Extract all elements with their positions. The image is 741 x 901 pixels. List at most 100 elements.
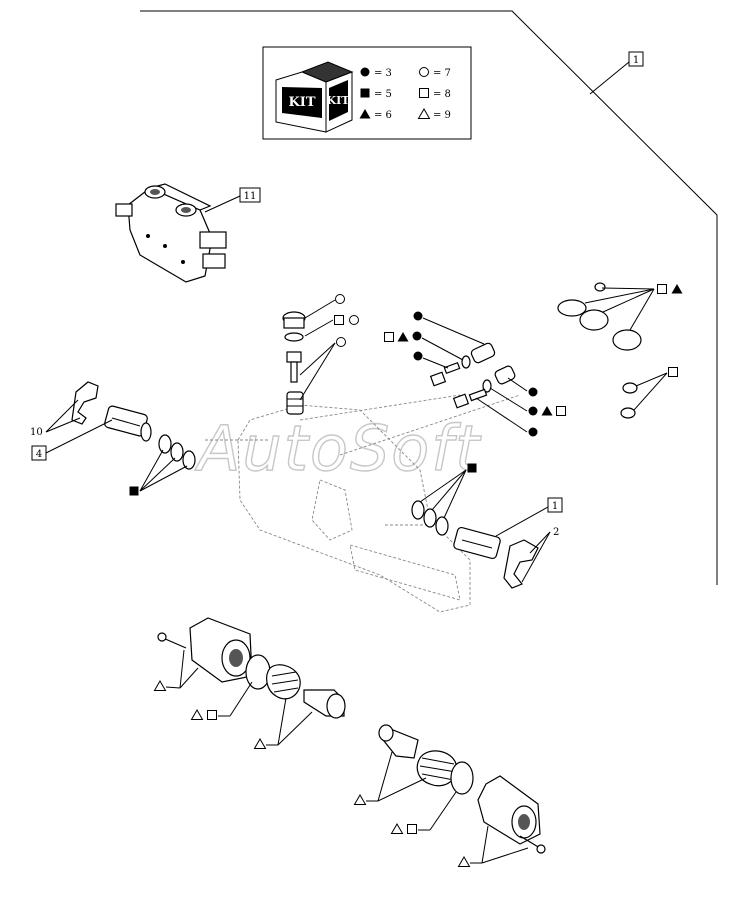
open-circle-icon <box>419 67 429 77</box>
filled-square-icon <box>467 463 477 473</box>
leader-cap-r3 <box>377 777 427 802</box>
open-triangle-icon <box>458 856 470 867</box>
valve-section-body <box>115 183 227 283</box>
leader-sq-1 <box>139 449 164 492</box>
open-circle-icon <box>349 315 359 325</box>
open-triangle-icon <box>391 823 403 834</box>
filled-triangle-icon <box>541 406 553 416</box>
open-circle-icon <box>336 337 346 347</box>
spool-cap-assembly-left <box>157 617 346 719</box>
legend-text-5: = 5 <box>374 89 392 100</box>
filled-circle-icon <box>528 427 538 437</box>
left-plug-assembly <box>71 381 196 470</box>
leader-sq-5 <box>431 469 467 511</box>
legend-text-8: = 8 <box>433 89 451 100</box>
ref-label-10: 10 <box>30 427 43 438</box>
leader-line-ref11 <box>204 195 241 213</box>
leader-cap-l7 <box>277 697 287 746</box>
kit-label-right: KIT <box>327 94 351 107</box>
filled-circle-icon <box>528 387 538 397</box>
open-triangle-icon <box>191 709 203 720</box>
leader-check-4 <box>507 377 528 392</box>
legend-text-3: = 3 <box>374 68 392 79</box>
filled-circle-icon <box>412 331 422 341</box>
legend-text-7: = 7 <box>433 68 451 79</box>
ref-label-4: 4 <box>36 449 42 460</box>
leader-oring-5 <box>635 372 668 387</box>
filled-square-icon <box>129 486 139 496</box>
leader-sq-2 <box>139 457 176 492</box>
leader-relief-3 <box>299 342 336 376</box>
leader-oring-3 <box>602 288 655 313</box>
filled-circle-icon <box>413 351 423 361</box>
filled-square-icon <box>360 88 370 98</box>
valve-housing-ghost <box>205 394 521 613</box>
assembly-bracket-line <box>140 10 718 585</box>
filled-triangle-icon <box>671 284 683 294</box>
open-square-icon <box>556 406 566 416</box>
leader-line-ref1-top <box>589 61 630 95</box>
leader-cap-l3 <box>179 667 199 689</box>
ref-label-11: 11 <box>244 191 257 202</box>
leader-sq-4 <box>419 469 467 503</box>
leader-check-2 <box>421 337 464 361</box>
leader-cap-r8 <box>481 847 529 864</box>
leader-cap-l1 <box>165 686 181 689</box>
leader-cap-r5 <box>429 791 457 831</box>
leader-ref4 <box>45 419 113 454</box>
ref-box-1-right <box>547 497 563 513</box>
leader-check-5 <box>489 387 528 412</box>
filled-circle-icon <box>360 67 370 77</box>
kit-legend: KIT KIT = 3 = 7 = 5 = 8 = 6 = 9 <box>262 46 472 140</box>
open-square-icon <box>419 88 429 98</box>
leader-relief-4 <box>299 342 336 401</box>
open-triangle-icon <box>354 794 366 805</box>
open-circle-icon <box>335 294 345 304</box>
leader-relief-2 <box>304 319 334 337</box>
leader-check-1 <box>422 317 485 345</box>
check-valve-parts <box>429 342 516 409</box>
ref-box-1-top <box>628 51 644 67</box>
leader-ref1-right <box>495 506 549 537</box>
kit-box-icon: KIT KIT <box>275 61 354 133</box>
ref-label-1-right: 1 <box>552 501 558 512</box>
open-square-icon <box>384 332 394 342</box>
leader-cap-l8 <box>277 711 313 746</box>
leader-cap-r7 <box>481 825 489 864</box>
leader-ref2-a <box>529 531 551 554</box>
open-square-icon <box>407 824 417 834</box>
ref-label-1-top: 1 <box>633 55 639 66</box>
leader-sq-6 <box>443 469 467 519</box>
leader-oring-4 <box>629 288 655 331</box>
leader-relief-1 <box>304 299 336 319</box>
watermark-text: AutoSoft <box>194 412 482 485</box>
filled-circle-icon <box>413 311 423 321</box>
leader-ref10-a <box>45 399 79 433</box>
ref-box-11 <box>239 187 261 203</box>
leader-cap-l5 <box>229 681 253 717</box>
open-square-icon <box>334 315 344 325</box>
leader-oring-1 <box>601 287 655 290</box>
open-triangle-icon <box>154 680 166 691</box>
leader-check-6 <box>475 397 528 433</box>
leader-check-3 <box>422 357 449 369</box>
leader-ref2-b <box>521 531 551 583</box>
leader-oring-6 <box>633 372 668 411</box>
leader-cap-r2 <box>377 751 393 802</box>
leader-cap-l2 <box>179 649 185 689</box>
leader-sq-3 <box>139 465 188 492</box>
legend-text-9: = 9 <box>433 110 451 121</box>
spool-cap-assembly-right <box>378 724 546 854</box>
filled-triangle-icon <box>397 332 409 342</box>
open-square-icon <box>207 710 217 720</box>
open-triangle-icon <box>254 738 266 749</box>
right-plug-assembly <box>411 500 539 589</box>
ref-label-2: 2 <box>553 527 559 538</box>
legend-text-6: = 6 <box>374 110 392 121</box>
leader-oring-2 <box>584 288 655 304</box>
open-square-icon <box>668 367 678 377</box>
filled-circle-icon <box>528 406 538 416</box>
open-square-icon <box>657 284 667 294</box>
